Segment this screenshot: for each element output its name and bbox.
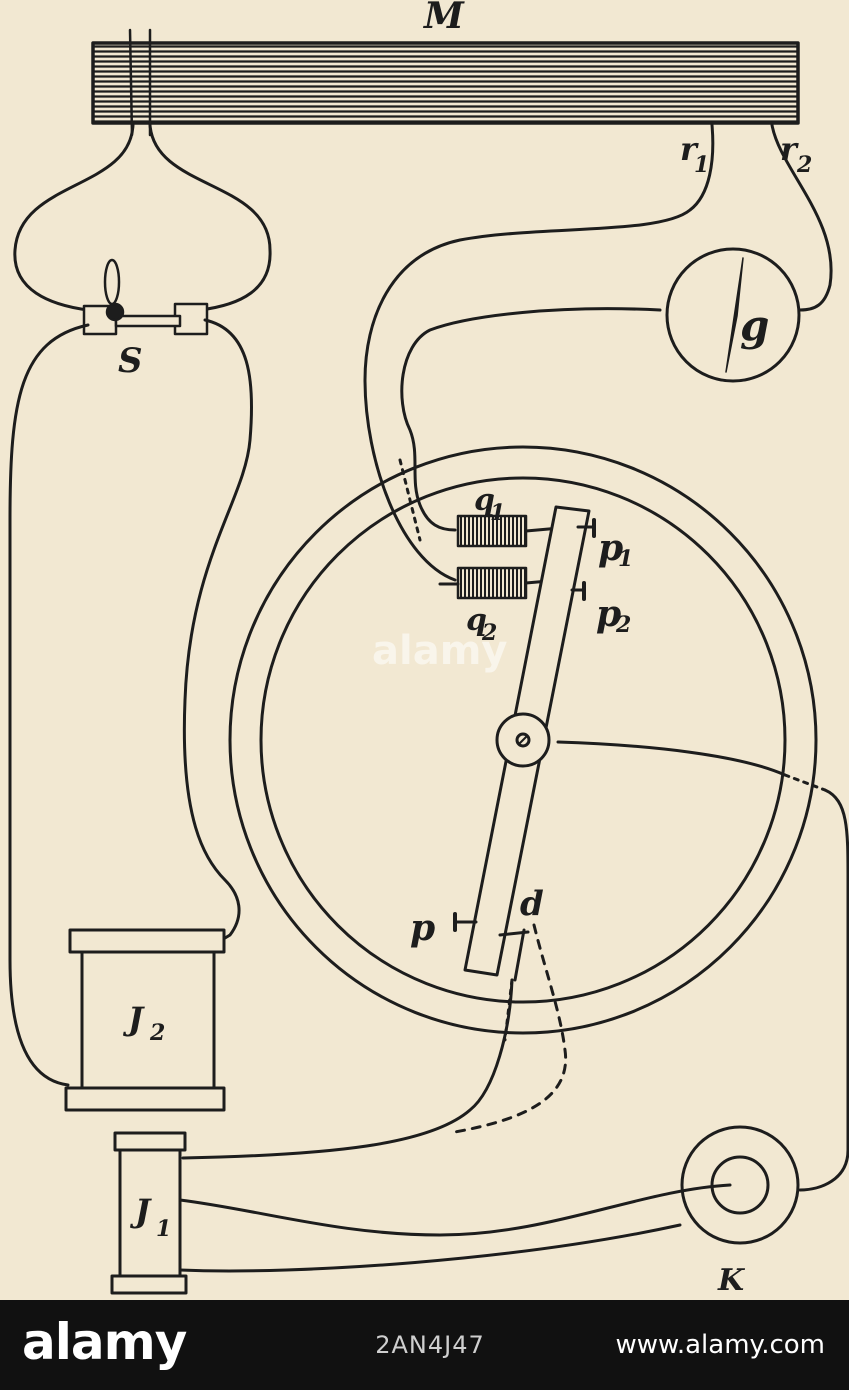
wire-r2 (770, 123, 833, 312)
galvanometer (665, 247, 801, 383)
coil-j2-body (80, 950, 216, 1090)
diagram-area: M r 1 r 2 g S q 1 q 2 p 1 p 2 p d J 2 J … (0, 0, 849, 1300)
watermark-overlay: alamy (372, 628, 508, 674)
label-q2: q (466, 603, 487, 638)
contacts (453, 518, 596, 932)
label-p2-sub: 2 (615, 612, 631, 638)
label-p1-sub: 1 (618, 546, 633, 572)
wire-d-dashed (453, 923, 568, 1134)
wire-j1-bottom (178, 1223, 682, 1273)
arm-pivot-slot (518, 735, 528, 745)
label-j2-sub: 2 (149, 1020, 165, 1046)
label-r2-sub: 2 (796, 152, 812, 178)
label-d: d (520, 884, 544, 924)
image-id-label: 2AN4J47 (375, 1331, 485, 1359)
wire-bulb-right (148, 123, 272, 312)
label-switch: S (118, 341, 143, 381)
wire-j1-to-key-top (178, 1183, 732, 1237)
wire-r1 (363, 123, 715, 582)
coil-j2-top-flange (68, 928, 226, 954)
label-p1: p (598, 527, 623, 569)
wire-crossing-rim-top (398, 458, 422, 542)
coil-j1-top-flange (113, 1131, 187, 1152)
alamy-logo: alamy (22, 1313, 187, 1371)
label-r1-sub: 1 (694, 152, 709, 178)
wire-right-to-k (798, 788, 849, 1192)
wire-crossing-rim-right (783, 773, 827, 792)
alamy-url: www.alamy.com (615, 1330, 825, 1360)
arm-pivot-screw (515, 732, 531, 748)
coil-j1-bottom-flange (110, 1274, 188, 1295)
label-q1-sub: 1 (490, 500, 505, 526)
label-p: p (410, 907, 435, 949)
wire-disc-to-k (556, 740, 787, 777)
label-p2: p (596, 593, 621, 635)
coil-j2-bottom-flange (64, 1086, 226, 1112)
label-r2: r (780, 130, 799, 168)
wire-g-to-q1 (400, 307, 662, 532)
label-r1: r (680, 130, 699, 168)
disc-outer-rim (228, 445, 818, 1035)
key-k-inner (710, 1155, 770, 1215)
watermark-bar: alamy 2AN4J47 www.alamy.com (0, 1300, 849, 1390)
magnet-bar (91, 41, 800, 125)
label-j1-sub: 1 (156, 1216, 171, 1242)
key-k-outer (680, 1125, 800, 1245)
contact-d-stem (513, 928, 526, 982)
switch-s (82, 258, 209, 336)
disc-inner-rim (259, 476, 787, 1004)
coil-j1-body (118, 1148, 182, 1278)
wire-s-to-j2-left (8, 323, 90, 1087)
wire-s-to-j2-right (182, 318, 253, 940)
diagram-labels: M r 1 r 2 g S q 1 q 2 p 1 p 2 p d J 2 J … (118, 0, 812, 1298)
label-galvanometer: g (740, 301, 769, 350)
label-j2: J (122, 1000, 145, 1038)
wire-d-dotted-down (503, 978, 514, 1042)
label-j1: J (129, 1192, 152, 1230)
galvanometer-needle (725, 257, 744, 373)
label-q2-sub: 2 (481, 620, 497, 646)
magnet-coil-wire-left (128, 28, 134, 137)
circuit-diagram: M r 1 r 2 g S q 1 q 2 p 1 p 2 p d J 2 J … (8, 0, 849, 1298)
label-key: K (717, 1263, 746, 1298)
coil-q2 (456, 566, 528, 600)
label-magnet: M (422, 0, 465, 37)
label-q1: q (474, 483, 495, 518)
wire-bulb-left (13, 123, 135, 312)
